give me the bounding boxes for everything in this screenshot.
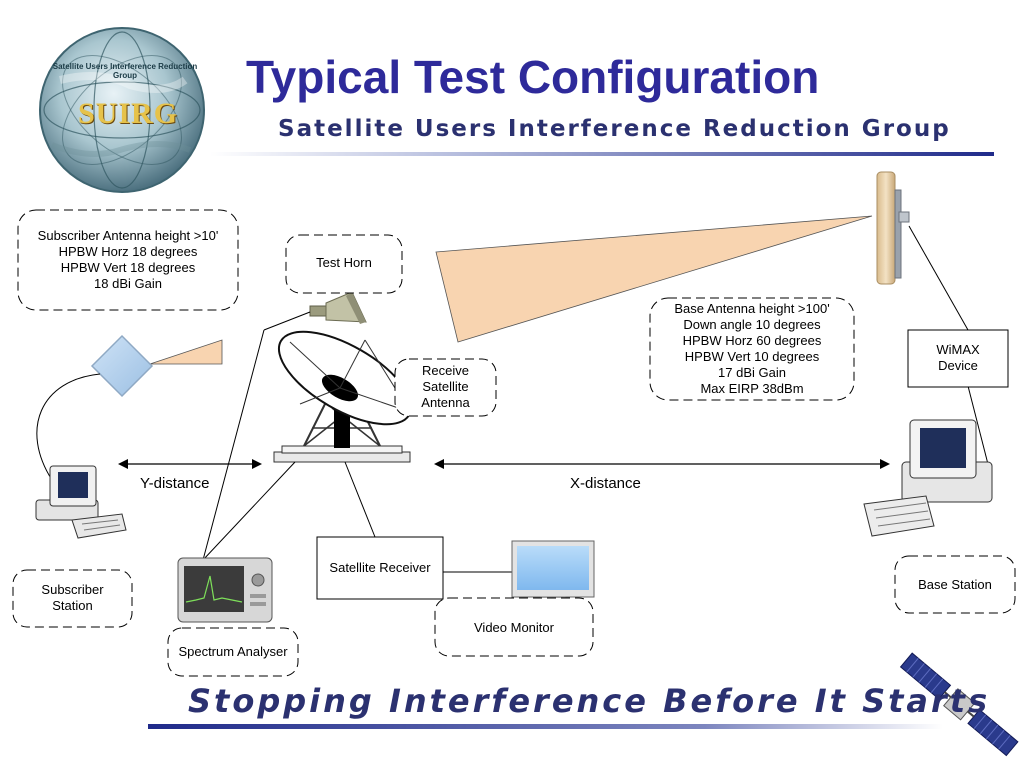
test-horn-label: Test Horn (316, 255, 372, 270)
spec-line: Max EIRP 38dBm (700, 381, 804, 396)
x-distance-arrow (434, 459, 890, 469)
label-line: Receive (422, 363, 469, 378)
spectrum-analyser-icon (177, 557, 273, 623)
test-horn-icon (309, 291, 367, 324)
receive-antenna-label: Receive Satellite Antenna (395, 363, 496, 411)
spec-line: 18 dBi Gain (94, 276, 162, 291)
spec-line: 17 dBi Gain (718, 365, 786, 380)
spec-line: Down angle 10 degrees (683, 317, 821, 332)
footer-tagline: Stopping Interference Before It Starts (188, 682, 991, 720)
suirg-logo (39, 27, 205, 193)
spectrum-analyser-label: Spectrum Analyser (178, 644, 288, 659)
spec-line: HPBW Vert 10 degrees (684, 349, 820, 364)
label-line: Satellite (422, 379, 469, 394)
base-station-computer-icon (863, 419, 993, 537)
connection-lines (36, 225, 991, 573)
base-antenna-beam (435, 215, 873, 343)
logo-wordmark: SUIRG (78, 97, 179, 130)
wimax-panel-antenna-icon (876, 171, 910, 285)
page-title: Typical Test Configuration (246, 51, 820, 103)
receive-satellite-antenna-icon (273, 330, 413, 463)
video-monitor-label: Video Monitor (474, 620, 554, 635)
wimax-device-label: WiMAX Device (908, 342, 1008, 374)
label-line: WiMAX (936, 342, 980, 357)
label-line: Subscriber (41, 582, 104, 597)
subscriber-computer-icon (35, 465, 127, 539)
logo-ring-text: Satellite Users Interference Reduction G… (52, 62, 198, 80)
spec-line: Subscriber Antenna height >10' (37, 228, 219, 243)
satellite-icon (899, 652, 1019, 757)
label-line: Antenna (421, 395, 470, 410)
base-antenna-spec: Base Antenna height >100' Down angle 10 … (650, 301, 854, 397)
spec-line: HPBW Horz 60 degrees (682, 333, 822, 348)
solid-boxes (316, 329, 1009, 600)
video-monitor-icon (511, 540, 595, 602)
spec-line: Base Antenna height >100' (674, 301, 830, 316)
x-distance-label: X-distance (570, 475, 641, 492)
y-distance-label: Y-distance (140, 475, 210, 492)
subscriber-antenna-spec: Subscriber Antenna height >10' HPBW Horz… (18, 228, 238, 292)
footer-rule (148, 724, 943, 729)
label-line: Device (938, 358, 978, 373)
subscriber-station-label: Subscriber Station (13, 582, 132, 614)
subscriber-antenna-beam (149, 339, 223, 365)
page-subtitle: Satellite Users Interference Reduction G… (278, 116, 951, 142)
y-distance-arrow (118, 459, 262, 469)
header-rule (210, 152, 994, 156)
callout-boxes (12, 209, 1016, 677)
spec-line: HPBW Horz 18 degrees (58, 244, 198, 259)
label-line: Station (52, 598, 93, 613)
base-station-label: Base Station (918, 577, 992, 592)
satellite-receiver-label: Satellite Receiver (329, 560, 431, 575)
subscriber-antenna-icon (90, 334, 154, 398)
spec-line: HPBW Vert 18 degrees (60, 260, 196, 275)
